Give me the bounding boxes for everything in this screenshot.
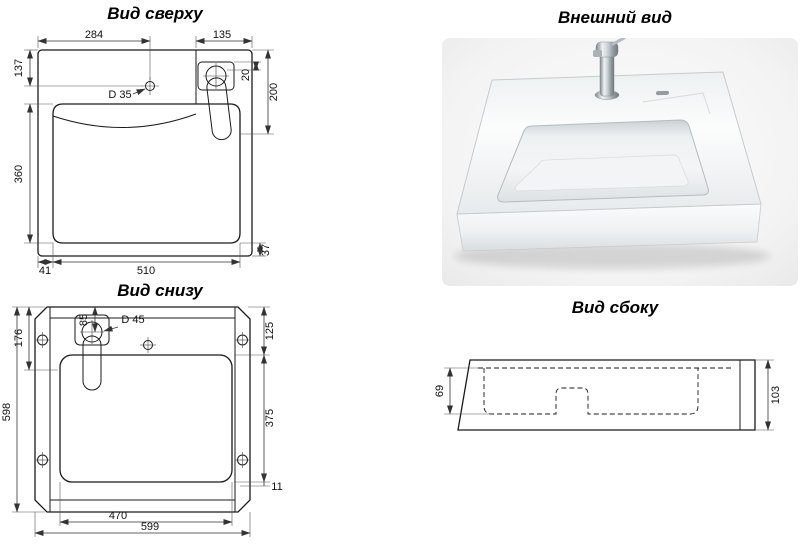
- dim-d45: D 45: [103, 314, 145, 332]
- dim-label: 135: [213, 29, 231, 41]
- dim-label: 200: [268, 83, 280, 101]
- dim-37: 37: [240, 242, 272, 257]
- dim-label: 125: [264, 322, 276, 340]
- faucet-top: [197, 61, 235, 141]
- dim-284: 284: [37, 29, 151, 80]
- bottom-view-drawing: 598 176 85 D 45 125 375 11: [1, 306, 283, 537]
- faucet-spout-tip: [593, 50, 602, 57]
- faucet: [593, 38, 626, 100]
- dim-d35: D 35: [108, 88, 146, 101]
- dim-label: 85: [78, 314, 90, 326]
- dim-125: 125: [234, 306, 276, 356]
- dim-85: 85: [78, 306, 98, 333]
- dim-label: 103: [770, 386, 782, 404]
- external-view-photo: [442, 38, 798, 286]
- side-outline: [457, 359, 756, 431]
- dim-360: 360: [13, 103, 53, 244]
- basin-outline: [52, 103, 241, 244]
- sink-outer-outline: [37, 49, 253, 257]
- mount-hole-bottom-right: [234, 452, 251, 468]
- top-view-title: Вид сверху: [107, 4, 203, 23]
- dim-label: D 45: [121, 314, 144, 326]
- dim-375: 375: [234, 354, 276, 483]
- dim-label: 510: [137, 265, 155, 277]
- mount-hole-top-right: [234, 332, 251, 348]
- external-view-title: Внешний вид: [557, 8, 673, 27]
- sink-bottom-outline: [34, 306, 251, 513]
- mount-hole-bottom-left: [34, 452, 51, 468]
- basin-front-curve: [52, 113, 197, 129]
- dim-label: 470: [109, 510, 127, 522]
- dim-label: 599: [141, 521, 159, 533]
- dim-label: 598: [1, 403, 13, 421]
- dim-label: 11: [271, 481, 282, 493]
- overflow-channel: [82, 335, 102, 391]
- faucet-body: [599, 53, 615, 97]
- dim-510: 510: [52, 243, 241, 277]
- dim-69: 69: [434, 367, 490, 415]
- faucet-plate: [197, 61, 235, 91]
- dim-41: 41: [37, 243, 54, 277]
- dim-label: 284: [85, 29, 103, 41]
- dim-label: 20: [240, 69, 252, 81]
- dim-label: D 35: [108, 89, 131, 101]
- faucet-spout: [206, 77, 232, 141]
- sink-shadow: [454, 243, 770, 269]
- dim-label: 360: [13, 165, 25, 183]
- dim-200: 200: [240, 49, 280, 135]
- dim-599: 599: [34, 512, 251, 537]
- dim-label: 69: [434, 385, 446, 397]
- basin-underside: [59, 354, 233, 483]
- dim-label: 41: [39, 265, 51, 277]
- mount-hole-top-left: [34, 332, 51, 348]
- faucet-lever: [611, 38, 626, 46]
- overflow-slot: [656, 90, 669, 96]
- dim-label: 176: [13, 329, 25, 347]
- basin-floor: [515, 154, 689, 192]
- deck-seam: [642, 92, 711, 115]
- bottom-view-title: Вид снизу: [117, 281, 203, 300]
- dim-20: 20: [227, 61, 261, 81]
- side-view-drawing: 69 103: [434, 359, 782, 431]
- dim-label: 137: [13, 59, 25, 77]
- second-hole: [140, 337, 156, 353]
- dim-103: 103: [755, 359, 782, 431]
- dim-137: 137: [13, 49, 142, 87]
- dim-label: 37: [260, 244, 272, 256]
- dim-470: 470: [59, 482, 233, 526]
- hidden-basin-contour: [483, 368, 699, 415]
- dim-11: 11: [240, 481, 283, 493]
- dim-176: 176: [13, 306, 58, 371]
- dim-label: 375: [264, 409, 276, 427]
- side-view-title: Вид сбоку: [571, 298, 659, 317]
- top-view-drawing: 284 135 137 360 200: [13, 29, 280, 277]
- dim-135: 135: [195, 29, 253, 48]
